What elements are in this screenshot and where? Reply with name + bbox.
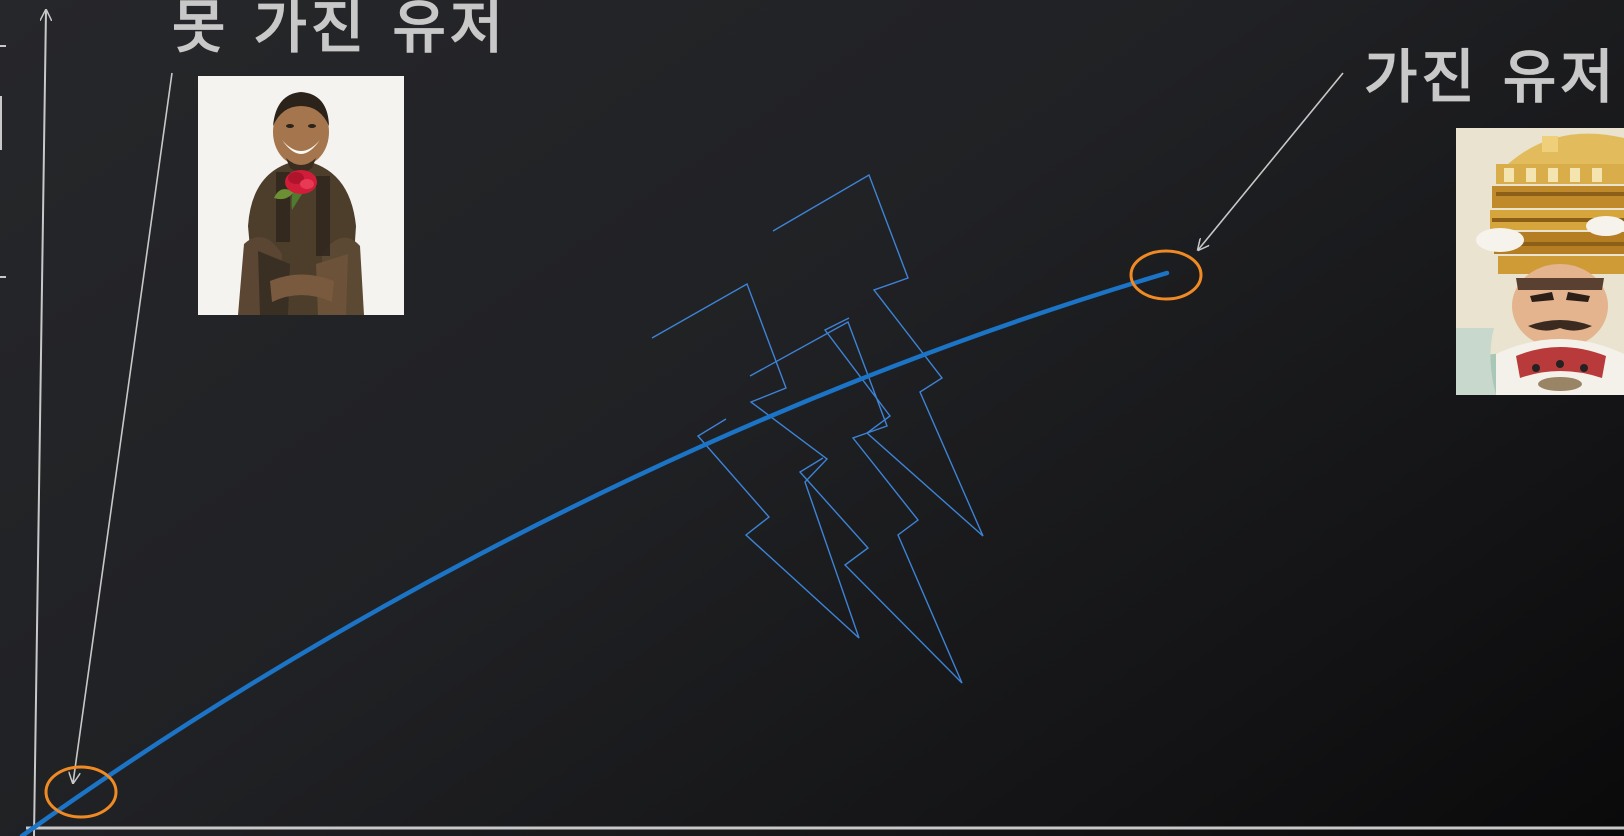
have-arrow [1198,73,1343,250]
have-user-label: 가진 유저 [1364,48,1618,106]
growth-curve [22,273,1167,836]
y-axis [34,10,46,836]
rich-user-photo [1456,128,1624,395]
lightning-bolt-icon [652,284,859,638]
highlight-circles [46,251,1201,817]
have-not-user-label: 못 가진 유저 [172,0,507,56]
rich-user-illustration [1456,128,1624,395]
poor-user-illustration [198,76,404,315]
poor-user-photo [198,76,404,315]
have-not-arrow [73,73,172,783]
lightning-bolts [652,175,983,683]
